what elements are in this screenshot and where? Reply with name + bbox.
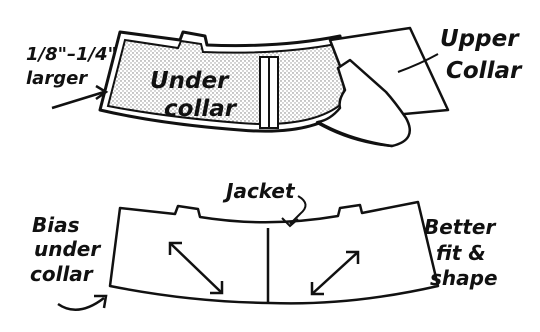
- better-label-3: shape: [430, 266, 498, 290]
- bias-pointer: [57, 297, 105, 311]
- bias-label-2: under: [34, 237, 101, 261]
- upper-collar-figure: [315, 26, 450, 148]
- grain-arrow-left: [168, 241, 224, 295]
- bias-collar-figure: [108, 200, 440, 305]
- under-collar-label-2: collar: [164, 96, 238, 122]
- better-label-2: fit &: [436, 241, 486, 265]
- jacket-label: Jacket: [222, 179, 296, 203]
- under-collar-label-1: Under: [150, 68, 230, 94]
- jacket-pointer: [289, 195, 307, 225]
- bias-collar-outline: [108, 200, 440, 305]
- upper-collar-label-2: Collar: [446, 58, 523, 84]
- grain-arrow-right: [310, 250, 360, 296]
- under-collar-shape: [106, 38, 348, 126]
- bias-label-1: Bias: [32, 213, 80, 237]
- size-note-line2: larger: [26, 68, 88, 89]
- better-label-1: Better: [424, 215, 496, 239]
- size-note-line1: 1/8"–1/4": [26, 44, 117, 65]
- upper-collar-label-1: Upper: [440, 26, 520, 52]
- size-note-arrow: [51, 90, 105, 110]
- bias-label-3: collar: [30, 262, 94, 286]
- under-collar-figure: [98, 30, 354, 133]
- upper-collar-pointer: [397, 53, 439, 73]
